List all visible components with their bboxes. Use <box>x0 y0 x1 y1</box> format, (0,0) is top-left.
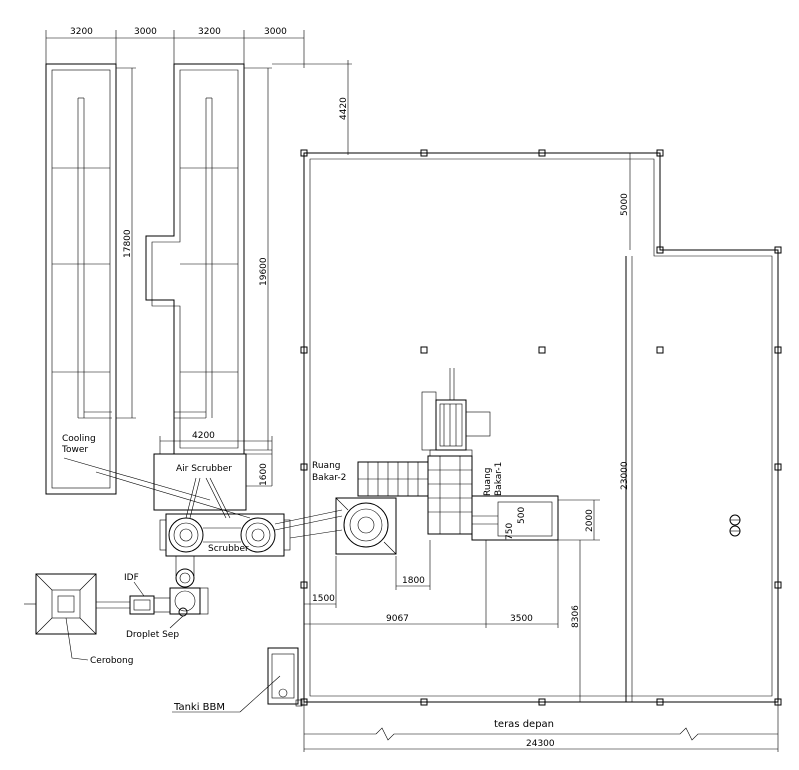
dim-1600: 1600 <box>259 463 269 486</box>
column-markers <box>300 149 782 706</box>
dim-2000: 2000 <box>585 509 595 532</box>
ruang-bakar-1-label-line2: Bakar-1 <box>494 462 504 496</box>
dim-8306: 8306 <box>571 605 581 628</box>
air-scrubber-label: Air Scrubber <box>176 464 232 474</box>
idf-fan: IDF <box>96 573 171 615</box>
chimney: Cerobong <box>24 573 133 666</box>
conveyor-central <box>357 368 491 535</box>
dim-500: 500 <box>517 507 527 524</box>
dim-right-vertical: 5000 23000 <box>620 153 631 490</box>
cooling-tower-label-line1: Cooling <box>62 434 96 444</box>
dim-top-3000-b: 3000 <box>264 27 287 37</box>
ruang-bakar-1: Ruang Bakar-1 2000 500 750 <box>471 462 600 541</box>
dim-750: 750 <box>505 523 515 540</box>
scrubber: Scrubber <box>159 509 343 557</box>
ruang-bakar-2-label-line1: Ruang <box>312 461 341 471</box>
main-building <box>300 149 782 706</box>
cerobong-label: Cerobong <box>90 656 133 666</box>
dim-4420: 4420 <box>339 97 349 120</box>
dim-4200: 4200 <box>192 431 215 441</box>
dim-19600: 19600 <box>259 257 269 286</box>
teras-depan-label: teras depan <box>494 719 554 730</box>
dim-top-3200-a: 3200 <box>70 27 93 37</box>
ruang-bakar-1-label-line1: Ruang <box>483 468 493 497</box>
air-scrubber: 4200 1600 Air Scrubber <box>95 431 273 519</box>
interior-dimensions: 1800 1500 9067 3500 8306 <box>304 540 581 702</box>
ruang-bakar-2: Ruang Bakar-2 <box>312 461 397 555</box>
cooling-tower-right: 19600 <box>145 63 272 455</box>
fuel-tank: Tanki BBM <box>172 647 303 713</box>
dim-3500: 3500 <box>510 614 533 624</box>
dim-1500: 1500 <box>312 594 335 604</box>
dim-9067: 9067 <box>386 614 409 624</box>
scrubber-label: Scrubber <box>208 544 249 554</box>
top-dimension-chain: 3200 3000 3200 3000 <box>45 27 305 68</box>
dim-5000: 5000 <box>620 193 630 216</box>
cooling-tower-label-line2: Tower <box>61 445 88 455</box>
cooling-tower-left: 17800 <box>45 63 136 495</box>
dim-top-3200-b: 3200 <box>198 27 221 37</box>
cooling-tower-label: Cooling Tower <box>61 434 211 501</box>
front-terrace: teras depan 24300 <box>303 702 779 752</box>
dim-23000: 23000 <box>620 461 630 490</box>
ruang-bakar-2-label-line2: Bakar-2 <box>312 473 346 483</box>
dim-1800: 1800 <box>402 576 425 586</box>
dim-4420-group: 4420 <box>272 60 352 155</box>
idf-label: IDF <box>124 573 139 583</box>
droplet-sep-label: Droplet Sep <box>126 630 179 640</box>
droplet-separator: Droplet Sep <box>126 556 209 640</box>
tanki-bbm-label: Tanki BBM <box>173 702 225 713</box>
dim-top-3000-a: 3000 <box>134 27 157 37</box>
dim-17800: 17800 <box>123 229 133 258</box>
dim-24300: 24300 <box>526 739 555 749</box>
